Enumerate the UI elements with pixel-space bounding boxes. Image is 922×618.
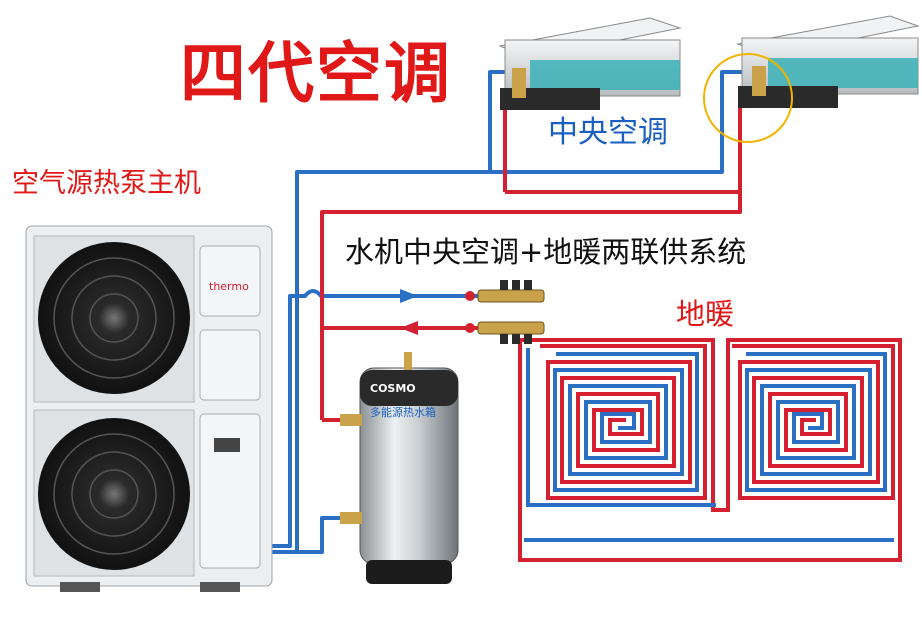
heat-pump-label: 空气源热泵主机 <box>12 168 201 199</box>
floor-heating-label: 地暖 <box>676 297 735 331</box>
fan-icon-bottom <box>38 418 190 570</box>
flow-arrow-right <box>400 289 418 303</box>
central-ac-label: 中央空调 <box>548 115 668 150</box>
ac-unit-left <box>498 17 682 110</box>
system-label: 水机中央空调+地暖两联供系统 <box>345 235 747 269</box>
ac-unit-right <box>736 15 920 108</box>
heat-pump-brand: thermo <box>209 280 249 293</box>
floor-heating-loop-left <box>518 338 902 562</box>
tank-brand: COSMO <box>370 382 416 395</box>
page-title: 四代空调 <box>180 34 452 112</box>
manifold <box>465 280 545 344</box>
floor-heating-loop-right <box>732 344 895 500</box>
highlight-circle <box>703 53 793 143</box>
water-tank <box>340 352 459 584</box>
vent-slot <box>214 438 240 452</box>
return-pipes <box>262 70 745 554</box>
fan-icon-top <box>38 242 190 394</box>
flow-arrow-left <box>400 321 418 335</box>
tank-label: 多能源热水箱 <box>370 405 436 419</box>
heat-pump-unit <box>25 225 273 592</box>
